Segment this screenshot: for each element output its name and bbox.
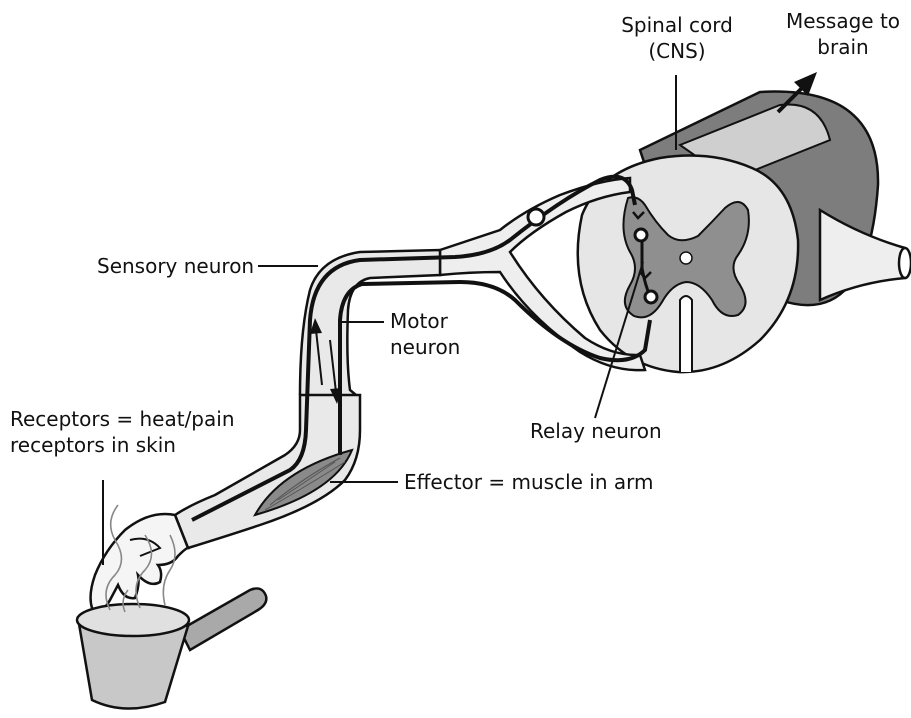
ventral-fissure	[680, 296, 692, 372]
label-message-line2: brain	[778, 34, 908, 60]
label-motor-line2: neuron	[390, 334, 460, 360]
saucepan	[77, 588, 266, 708]
label-receptors: Receptors = heat/pain receptors in skin	[10, 406, 235, 458]
label-receptors-line2: receptors in skin	[10, 432, 235, 458]
label-sensory-neuron: Sensory neuron	[97, 253, 254, 279]
label-receptors-line1: Receptors = heat/pain	[10, 406, 235, 432]
label-message-to-brain: Message to brain	[778, 8, 908, 60]
label-spinal-cord-line1: Spinal cord	[612, 12, 742, 38]
label-message-line1: Message to	[778, 8, 908, 34]
label-spinal-cord-line2: (CNS)	[612, 38, 742, 64]
label-motor-neuron: Motor neuron	[390, 308, 460, 360]
label-spinal-cord: Spinal cord (CNS)	[612, 12, 742, 64]
label-motor-line1: Motor	[390, 308, 460, 334]
right-nerve-root-end	[899, 248, 911, 278]
saucepan-rim	[77, 604, 189, 636]
synapse-node-2	[645, 291, 657, 303]
synapse-node-1	[635, 229, 647, 241]
label-effector: Effector = muscle in arm	[404, 469, 653, 495]
dorsal-root-ganglion	[528, 209, 544, 225]
label-relay-neuron: Relay neuron	[530, 418, 662, 444]
central-canal	[680, 252, 692, 264]
saucepan-handle	[180, 588, 266, 650]
spinal-cord	[578, 92, 911, 373]
